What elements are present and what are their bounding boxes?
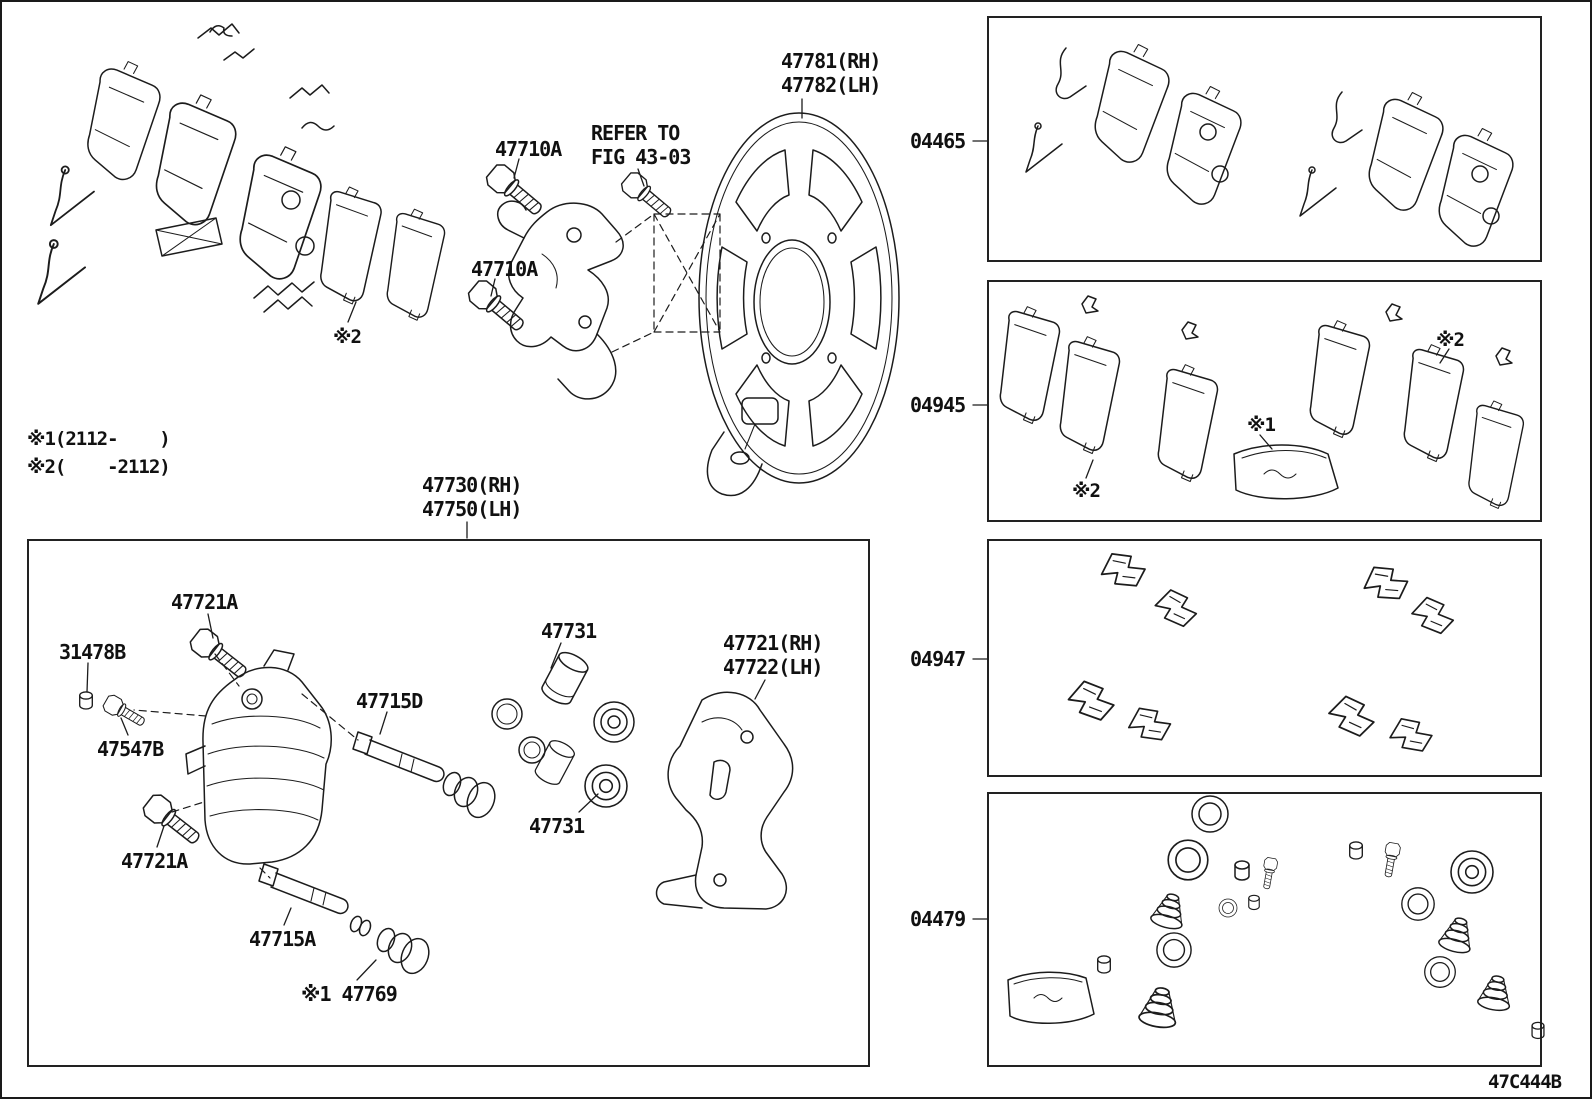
legend-note1: ※1(2112- ) — [27, 428, 171, 450]
callout-caliper-assy-lh[interactable]: 47750(LH) — [422, 497, 522, 521]
pad-kit-box — [987, 16, 1542, 262]
callout-caliper-assy-rh[interactable]: 47730(RH) — [422, 473, 522, 497]
callout-bleeder[interactable]: 47547B — [97, 737, 164, 761]
refer-to-line2: FIG 43-03 — [591, 145, 691, 169]
projection-dashed-lines — [611, 213, 721, 353]
refer-to-line1: REFER TO — [591, 121, 680, 145]
kit-label-shim-kit[interactable]: 04945 — [910, 393, 966, 417]
callout-shield-lh[interactable]: 47782(LH) — [781, 73, 881, 97]
pad-shim-mark: ※2 — [333, 326, 362, 348]
callout-piston-lower[interactable]: 47731 — [529, 814, 585, 838]
shim-mark-center: ※1 — [1247, 414, 1276, 436]
diagram-code: 47C444B — [1488, 1071, 1562, 1093]
shim-kit-box — [987, 280, 1542, 522]
dust-shield-drawing — [698, 112, 900, 497]
pads-exploded-drawing — [37, 23, 448, 323]
callout-boot[interactable]: ※1 47769 — [301, 982, 398, 1006]
callout-mount-lh[interactable]: 47722(LH) — [723, 655, 823, 679]
caliper-assembly-box — [27, 539, 870, 1067]
callout-bolt-lower[interactable]: 47710A — [471, 257, 538, 281]
callout-bolt-upper[interactable]: 47710A — [495, 137, 562, 161]
caliper-support-drawing — [497, 200, 624, 400]
cylinder-kit-box — [987, 792, 1542, 1067]
legend-note2: ※2( -2112) — [27, 456, 171, 478]
kit-label-pad-kit[interactable]: 04465 — [910, 129, 966, 153]
fitting-kit-box — [987, 539, 1542, 777]
callout-slide-pin-upper[interactable]: 47715D — [356, 689, 423, 713]
callout-guide-bolt-bottom[interactable]: 47721A — [121, 849, 188, 873]
mounting-bolts-drawing — [464, 160, 678, 338]
callout-cap[interactable]: 31478B — [59, 640, 126, 664]
callout-guide-bolt-top[interactable]: 47721A — [171, 590, 238, 614]
callout-shield-rh[interactable]: 47781(RH) — [781, 49, 881, 73]
kit-label-cylinder-kit[interactable]: 04479 — [910, 907, 966, 931]
kit-label-fitting-kit[interactable]: 04947 — [910, 647, 966, 671]
callout-piston-upper[interactable]: 47731 — [541, 619, 597, 643]
shim-mark-left: ※2 — [1072, 480, 1101, 502]
shim-mark-right: ※2 — [1436, 329, 1465, 351]
callout-mount-rh[interactable]: 47721(RH) — [723, 631, 823, 655]
callout-slide-pin-lower[interactable]: 47715A — [249, 927, 316, 951]
